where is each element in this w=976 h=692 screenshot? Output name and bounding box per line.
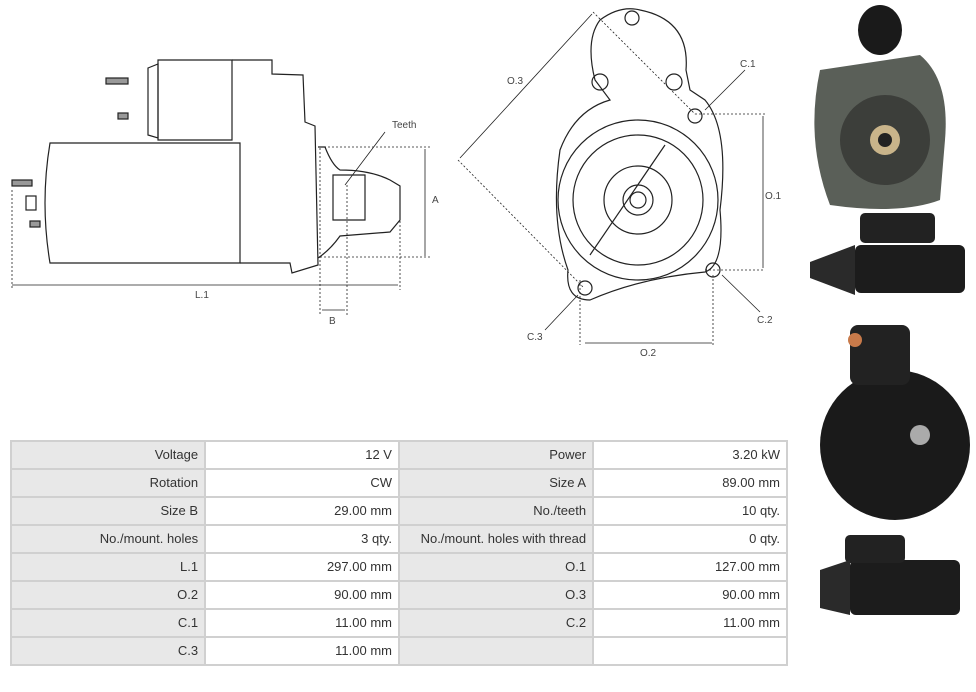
side-view-drawing — [11, 59, 401, 274]
spec-label: No./mount. holes — [9, 524, 207, 554]
spec-value: 127.00 mm — [592, 552, 788, 582]
spec-label: Size A — [397, 468, 595, 498]
label-o3: O.3 — [507, 76, 524, 87]
spec-value: 90.00 mm — [204, 580, 400, 610]
spec-label: Voltage — [9, 440, 207, 470]
technical-drawings: Teeth A L.1 B O.3 C.1 O.1 C.2 C.3 O.2 — [11, 8, 782, 359]
spec-label: L.1 — [9, 552, 207, 582]
spec-label: Power — [397, 440, 595, 470]
spec-value: 297.00 mm — [204, 552, 400, 582]
spec-value: 89.00 mm — [592, 468, 788, 498]
photo-side-2[interactable] — [820, 535, 960, 615]
photo-front[interactable] — [814, 5, 946, 209]
spec-value: 11.00 mm — [592, 608, 788, 638]
label-teeth: Teeth — [392, 120, 416, 131]
spec-label: O.3 — [397, 580, 595, 610]
front-view-drawing — [555, 8, 724, 301]
spec-label: Size B — [9, 496, 207, 526]
label-l1: L.1 — [195, 290, 209, 301]
spec-label: C.1 — [9, 608, 207, 638]
spec-value: 3 qty. — [204, 524, 400, 554]
spec-value: 3.20 kW — [592, 440, 788, 470]
spec-value — [592, 636, 788, 666]
spec-label: O.1 — [397, 552, 595, 582]
spec-value: 0 qty. — [592, 524, 788, 554]
spec-value: 11.00 mm — [204, 608, 400, 638]
label-c1: C.1 — [740, 59, 756, 70]
spec-value: 29.00 mm — [204, 496, 400, 526]
spec-label: Rotation — [9, 468, 207, 498]
spec-label: O.2 — [9, 580, 207, 610]
dimension-lines — [11, 11, 765, 345]
spec-value: 10 qty. — [592, 496, 788, 526]
dimension-arrows — [12, 13, 764, 344]
spec-value: 90.00 mm — [592, 580, 788, 610]
label-a: A — [432, 195, 439, 206]
spec-value: 12 V — [204, 440, 400, 470]
spec-label: C.2 — [397, 608, 595, 638]
product-photos — [810, 5, 970, 615]
photo-rear[interactable] — [820, 325, 970, 520]
label-b: B — [329, 316, 336, 327]
spec-label: No./mount. holes with thread — [397, 524, 595, 554]
spec-label: No./teeth — [397, 496, 595, 526]
label-c2: C.2 — [757, 315, 773, 326]
label-o2: O.2 — [640, 348, 657, 359]
spec-label: C.3 — [9, 636, 207, 666]
label-c3: C.3 — [527, 332, 543, 343]
label-o1: O.1 — [765, 191, 782, 202]
photo-side[interactable] — [810, 213, 965, 295]
spec-label — [397, 636, 595, 666]
spec-value: CW — [204, 468, 400, 498]
spec-value: 11.00 mm — [204, 636, 400, 666]
